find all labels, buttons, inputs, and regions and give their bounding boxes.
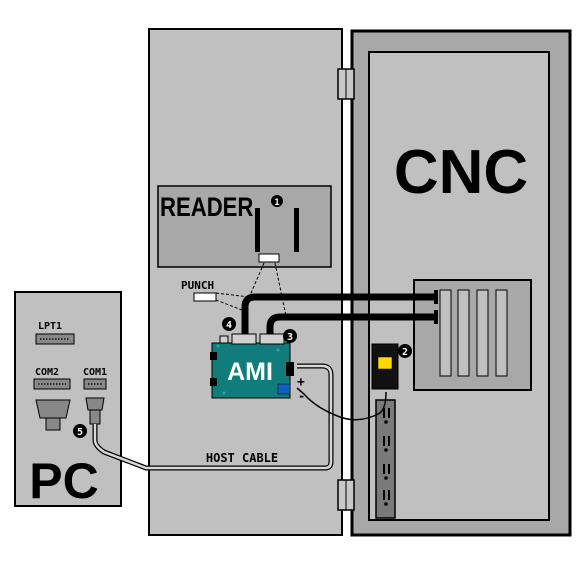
ami-board: [211, 342, 291, 399]
callout-4: 4: [222, 317, 236, 331]
com1-label: COM1: [83, 367, 107, 378]
reader-box: [157, 185, 332, 268]
ami-board-mounts: [210, 352, 294, 386]
serial-cable-bottom: [266, 313, 436, 334]
controller-slots: [439, 289, 508, 377]
ami-plus-label: +: [297, 375, 305, 390]
com2-port-icon: [33, 378, 71, 390]
cnc-label: CNC: [394, 138, 528, 207]
punch-port: [193, 292, 217, 302]
callout-5: 5: [73, 424, 87, 438]
ami-minus-label: -: [298, 389, 305, 403]
lpt1-label: LPT1: [38, 321, 62, 332]
ami-label: AMI: [227, 358, 273, 386]
ami-power-jack: [277, 383, 291, 395]
callout-3: 3: [283, 329, 297, 343]
punch-label: PUNCH: [181, 279, 214, 292]
db25-connector-icon: [35, 399, 71, 431]
reader-label: READER: [160, 193, 254, 223]
com2-label: COM2: [35, 367, 59, 378]
reader-port: [258, 253, 280, 263]
serial-cable-top: [241, 293, 436, 334]
ami-board-connectors: [219, 333, 285, 345]
callout-1: 1: [271, 195, 283, 208]
callout-5-text: 5: [77, 427, 83, 438]
host-cable-label: HOST CABLE: [206, 451, 278, 465]
pc-label: PC: [29, 453, 98, 509]
callout-3-text: 3: [287, 332, 293, 343]
cabinet-door-left: [148, 28, 343, 536]
callout-1-text: 1: [274, 198, 279, 208]
power-strip: [375, 399, 396, 519]
db9-connector-icon: [85, 397, 105, 425]
callout-2: 2: [398, 344, 412, 358]
reader-slot-left: [255, 208, 260, 252]
reader-slot-right: [294, 208, 299, 252]
callout-2-text: 2: [402, 347, 408, 358]
power-outlets: [383, 408, 390, 506]
power-wire: [296, 387, 387, 421]
callout-4-text: 4: [226, 320, 232, 331]
